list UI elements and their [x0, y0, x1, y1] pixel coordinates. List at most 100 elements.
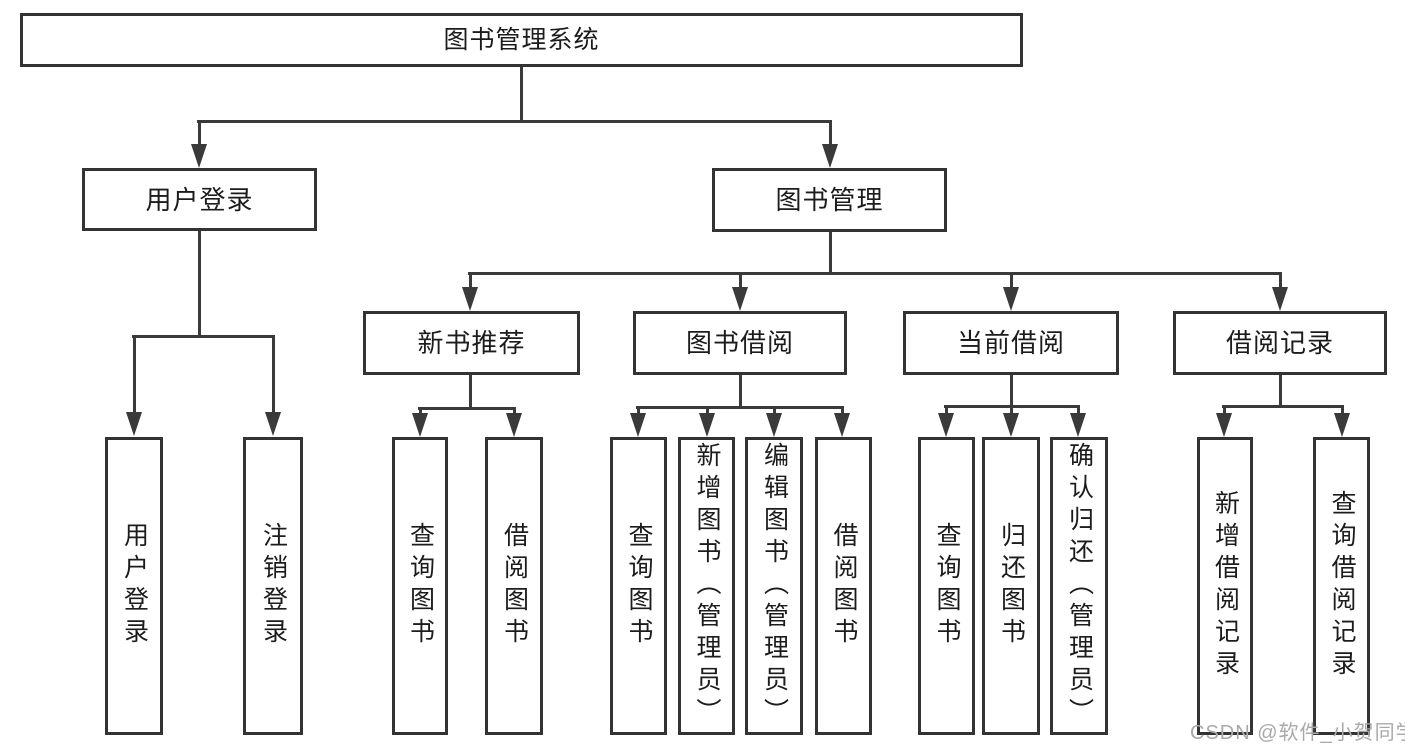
- node-new-book-recommend: 新书推荐: [363, 311, 580, 375]
- arrowhead-icon: [822, 144, 838, 168]
- arrow-to-book-management: [822, 121, 838, 168]
- arrow-to-leaf-confirm-return-admin: [1070, 406, 1086, 437]
- connector-user-login-stem: [197, 230, 201, 338]
- arrowhead-icon: [938, 413, 954, 437]
- node-label: 当前借阅: [956, 328, 1065, 358]
- leaf-query-borrow-record: 查询借阅记录: [1313, 437, 1370, 735]
- arrow-stem: [1076, 406, 1080, 413]
- arrow-to-leaf-logout: [265, 336, 281, 436]
- arrowhead-icon: [126, 412, 142, 436]
- connector-book-management-bar: [468, 272, 1282, 275]
- leaf-label: 查询图书: [625, 522, 653, 650]
- node-book-borrow: 图书借阅: [633, 311, 847, 375]
- leaf-query-books-1: 查询图书: [392, 437, 448, 735]
- arrowhead-icon: [191, 144, 207, 168]
- arrow-stem: [197, 121, 201, 144]
- arrowhead-icon: [1272, 287, 1288, 311]
- node-label: 借阅记录: [1225, 328, 1334, 358]
- leaf-confirm-return-admin: 确认归还（管理员）: [1050, 437, 1108, 735]
- arrow-stem: [828, 121, 832, 144]
- arrowhead-icon: [265, 412, 281, 436]
- connector-borrow-records-bar: [1222, 405, 1344, 408]
- connector-root-stem: [519, 67, 523, 123]
- arrow-to-leaf-query-books-2: [630, 407, 646, 437]
- leaf-borrow-books-1: 借阅图书: [485, 437, 543, 735]
- leaf-query-books-2: 查询图书: [610, 437, 667, 735]
- arrow-to-user-login: [191, 121, 207, 168]
- arrow-to-new-book-recommend: [462, 273, 478, 311]
- arrow-to-leaf-borrow-books-2: [834, 407, 850, 437]
- arrow-to-leaf-add-book-admin: [699, 407, 715, 437]
- node-label: 图书管理: [775, 185, 884, 215]
- leaf-user-login: 用户登录: [105, 437, 163, 735]
- leaf-label: 用户登录: [120, 522, 149, 650]
- connector-new-book-recommend-bar: [418, 407, 516, 410]
- leaf-label: 注销登录: [259, 522, 288, 650]
- leaf-label: 新增借阅记录: [1211, 490, 1240, 682]
- connector-root-bar: [197, 120, 832, 123]
- arrow-stem: [468, 273, 472, 287]
- arrow-stem: [1340, 406, 1344, 413]
- node-current-borrow: 当前借阅: [903, 311, 1119, 375]
- arrow-stem: [512, 408, 516, 413]
- node-label: 用户登录: [145, 184, 254, 215]
- arrowhead-icon: [732, 287, 748, 311]
- leaf-label: 新增图书（管理员）: [693, 442, 721, 730]
- arrow-stem: [1278, 273, 1282, 287]
- leaf-logout: 注销登录: [243, 437, 303, 735]
- connector-new-book-recommend-stem: [468, 375, 472, 410]
- leaf-edit-book-admin: 编辑图书（管理员）: [745, 437, 803, 735]
- arrow-to-current-borrow: [1003, 273, 1019, 311]
- watermark: CSDN @软件_小贺同学: [1190, 722, 1405, 744]
- arrow-to-leaf-return-book: [1003, 406, 1019, 437]
- arrow-to-book-borrow: [732, 273, 748, 311]
- node-user-login: 用户登录: [82, 168, 317, 231]
- connector-borrow-records-stem: [1278, 375, 1282, 408]
- connector-book-borrow-bar: [636, 406, 844, 409]
- leaf-label: 编辑图书（管理员）: [760, 442, 789, 730]
- arrowhead-icon: [1003, 413, 1019, 437]
- node-label: 图书借阅: [685, 328, 794, 358]
- arrowhead-icon: [1003, 287, 1019, 311]
- arrowhead-icon: [462, 287, 478, 311]
- arrow-stem: [840, 407, 844, 413]
- leaf-label: 查询图书: [933, 522, 961, 650]
- arrowhead-icon: [1334, 413, 1350, 437]
- arrow-stem: [705, 407, 709, 413]
- arrow-to-leaf-edit-book-admin: [766, 407, 782, 437]
- node-book-management: 图书管理: [712, 168, 947, 232]
- leaf-label: 借阅图书: [830, 522, 858, 650]
- node-root: 图书管理系统: [20, 13, 1023, 67]
- leaf-label: 查询借阅记录: [1328, 490, 1356, 682]
- leaf-label: 归还图书: [997, 522, 1026, 650]
- arrowhead-icon: [766, 413, 782, 437]
- node-borrow-records: 借阅记录: [1173, 311, 1387, 375]
- arrow-to-leaf-query-borrow-record: [1334, 406, 1350, 437]
- arrow-stem: [636, 407, 640, 413]
- arrow-to-leaf-query-books-3: [938, 406, 954, 437]
- node-label: 新书推荐: [417, 328, 526, 358]
- arrow-stem: [738, 273, 742, 287]
- arrow-stem: [1222, 406, 1226, 413]
- leaf-label: 查询图书: [406, 522, 435, 650]
- leaf-add-borrow-record: 新增借阅记录: [1197, 437, 1253, 735]
- arrow-to-leaf-user-login: [126, 336, 142, 436]
- leaf-label: 确认归还（管理员）: [1065, 442, 1094, 730]
- connector-book-borrow-stem: [738, 375, 742, 409]
- arrow-stem: [1009, 406, 1013, 413]
- leaf-query-books-3: 查询图书: [918, 437, 975, 735]
- arrow-to-leaf-borrow-books-1: [506, 408, 522, 437]
- connector-user-login-bar: [132, 335, 275, 338]
- leaf-borrow-books-2: 借阅图书: [815, 437, 872, 735]
- arrow-to-borrow-records: [1272, 273, 1288, 311]
- arrow-stem: [418, 408, 422, 413]
- arrow-stem: [1009, 273, 1013, 287]
- arrowhead-icon: [506, 413, 522, 437]
- arrowhead-icon: [1216, 413, 1232, 437]
- arrow-to-leaf-add-borrow-record: [1216, 406, 1232, 437]
- arrow-stem: [944, 406, 948, 413]
- arrow-stem: [772, 407, 776, 413]
- arrow-stem: [132, 336, 136, 412]
- arrowhead-icon: [699, 413, 715, 437]
